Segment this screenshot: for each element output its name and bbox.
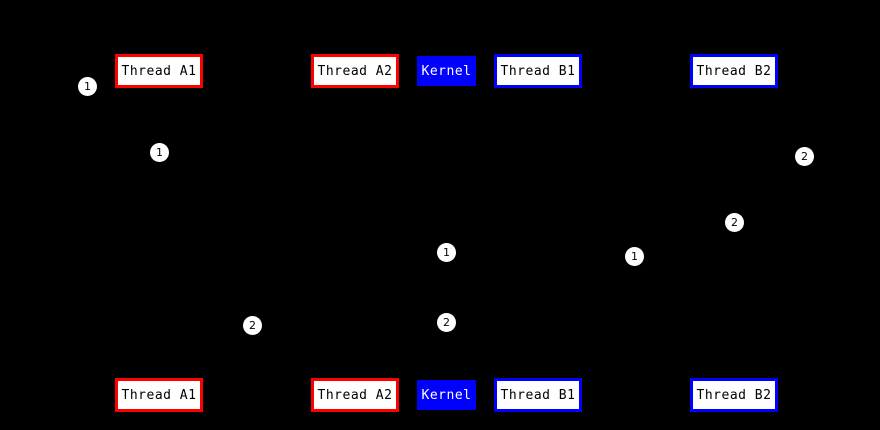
participant-label: Thread A2 <box>317 387 393 403</box>
step-badge-1: 1 <box>625 247 644 266</box>
participant-label: Thread A1 <box>121 387 197 403</box>
step-badge-1: 1 <box>437 243 456 262</box>
message-arrow <box>159 340 734 341</box>
message-arrow <box>446 256 538 257</box>
step-badge-2: 2 <box>243 316 262 335</box>
participant-top-thread-a1[interactable]: Thread A1 <box>115 54 203 88</box>
step-badge-2: 2 <box>437 313 456 332</box>
participant-bottom-thread-a1[interactable]: Thread A1 <box>115 378 203 412</box>
participant-label: Thread B1 <box>500 63 576 79</box>
participant-bottom-kernel[interactable]: Kernel <box>417 380 476 410</box>
participant-bottom-thread-b1[interactable]: Thread B1 <box>494 378 582 412</box>
participant-top-kernel[interactable]: Kernel <box>417 56 476 86</box>
participant-label: Thread B2 <box>696 387 772 403</box>
lifeline-thread-a2 <box>355 88 356 378</box>
message-arrow <box>159 130 355 131</box>
participant-bottom-thread-a2[interactable]: Thread A2 <box>311 378 399 412</box>
step-badge-2: 2 <box>795 147 814 166</box>
participant-label: Kernel <box>421 63 472 79</box>
participant-bottom-thread-b2[interactable]: Thread B2 <box>690 378 778 412</box>
participant-label: Thread B2 <box>696 63 772 79</box>
participant-label: Thread A2 <box>317 63 393 79</box>
step-badge-2: 2 <box>725 213 744 232</box>
participant-top-thread-b2[interactable]: Thread B2 <box>690 54 778 88</box>
lifeline-thread-b2 <box>734 88 735 378</box>
participant-label: Thread B1 <box>500 387 576 403</box>
participant-label: Kernel <box>421 387 472 403</box>
participant-top-thread-b1[interactable]: Thread B1 <box>494 54 582 88</box>
participant-top-thread-a2[interactable]: Thread A2 <box>311 54 399 88</box>
lifeline-kernel <box>446 86 447 380</box>
step-badge-1: 1 <box>150 143 169 162</box>
participant-label: Thread A1 <box>121 63 197 79</box>
step-badge-1: 1 <box>78 77 97 96</box>
message-arrow <box>355 200 446 201</box>
lifeline-thread-a1 <box>159 88 160 378</box>
lifeline-thread-b1 <box>538 88 539 378</box>
message-arrow <box>538 300 734 301</box>
